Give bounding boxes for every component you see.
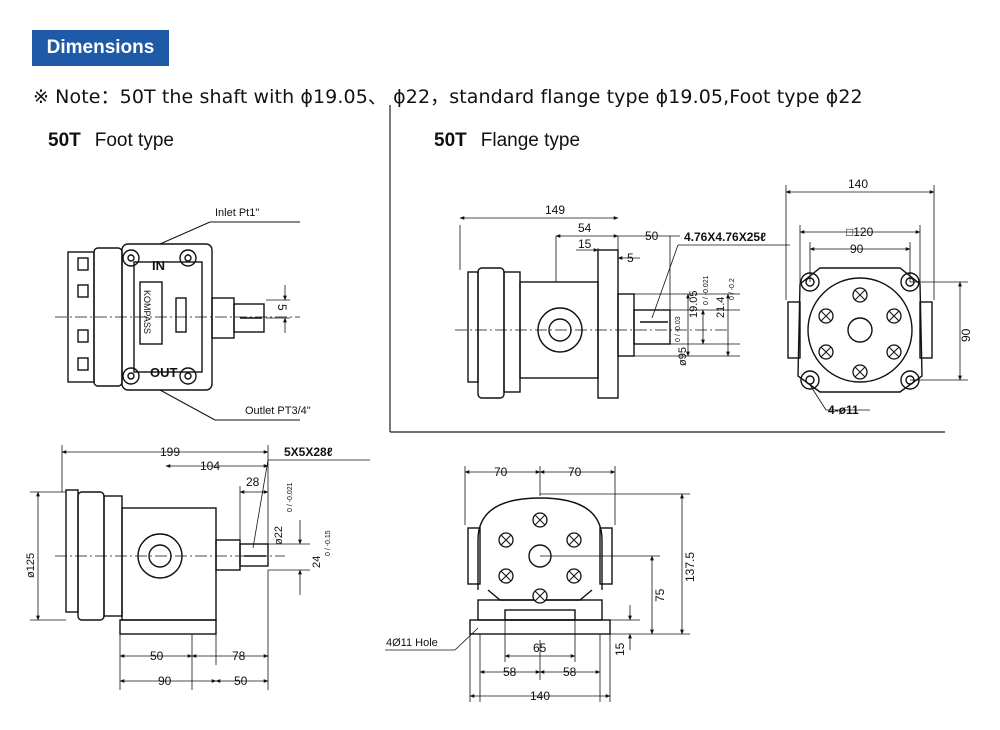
foot-front-bolt-pattern — [498, 512, 582, 604]
foot-front-dim-137: 137.5 — [683, 552, 697, 582]
foot-type-title: 50T Foot type — [48, 130, 174, 152]
flange-dim-15: 15 — [578, 237, 592, 251]
foot-front-dim-70b: 70 — [568, 465, 582, 479]
foot-dim-104: 104 — [200, 459, 220, 473]
foot-top-view — [55, 221, 300, 421]
flange-dim-54: 54 — [578, 221, 592, 235]
foot-dim-50b: 50 — [234, 674, 248, 688]
foot-body-dim: ø125 — [25, 553, 37, 578]
foot-dim-199: 199 — [160, 445, 180, 459]
inlet-label: Inlet Pt1" — [215, 207, 259, 219]
flange-dim-149: 149 — [545, 203, 565, 217]
out-port-label: OUT — [150, 365, 178, 380]
flange-front-dim-90: 90 — [850, 242, 864, 256]
flange-shaft-dim: 19.05 — [688, 290, 700, 318]
foot-shaft-dim: ø22 — [273, 526, 285, 545]
foot-dim-24: 24 — [311, 556, 323, 568]
flange-dim-21-tol: 0 / -0.2 — [729, 278, 736, 300]
flange-shaft-tol: 0 / -0.021 — [703, 275, 710, 305]
flange-front-dim-120: □120 — [846, 225, 874, 239]
foot-front-view — [385, 466, 690, 702]
foot-side-view — [30, 445, 370, 690]
flange-side-view — [455, 216, 790, 399]
flange-bolt-pattern — [818, 287, 902, 380]
flange-key-dim: 4.76X4.76X25ℓ — [684, 230, 766, 244]
flange-dim-5: 5 — [627, 251, 634, 265]
foot-shaft-tol: 0 / -0.021 — [287, 482, 294, 512]
foot-dim-90: 90 — [158, 674, 172, 688]
foot-dim-24-tol: 0 / -0.15 — [325, 530, 332, 556]
foot-dim-28: 28 — [246, 475, 260, 489]
kompass-brand: KOMPASS — [142, 290, 152, 334]
foot-front-hole-label: 4Ø11 Hole — [386, 637, 438, 649]
flange-pilot-dim: ø95 — [677, 347, 689, 366]
outlet-label: Outlet PT3/4" — [245, 405, 311, 417]
flange-front-view — [785, 185, 968, 411]
foot-label: Foot type — [94, 130, 174, 151]
flange-dim-21: 21.4 — [715, 297, 727, 318]
flange-model: 50T — [434, 130, 467, 151]
in-port-label: IN — [152, 258, 165, 273]
foot-dim-78: 78 — [232, 649, 246, 663]
flange-dim-50: 50 — [645, 229, 659, 243]
foot-front-dim-58b: 58 — [563, 665, 577, 679]
foot-front-dim-58a: 58 — [503, 665, 517, 679]
flange-pilot-tol: 0 / -0.03 — [675, 316, 682, 342]
dimensions-badge: Dimensions — [32, 30, 169, 66]
foot-front-dim-75: 75 — [653, 588, 667, 602]
foot-front-dim-65: 65 — [533, 641, 547, 655]
flange-front-dim-140: 140 — [848, 177, 868, 191]
foot-key-dim: 5X5X28ℓ — [284, 445, 333, 459]
foot-front-dim-70a: 70 — [494, 465, 508, 479]
shaft-note: ※ Note：50T the shaft with ϕ19.05、 ϕ22，st… — [33, 86, 863, 108]
flange-front-holes: 4-ø11 — [828, 403, 859, 417]
foot-front-dim-15: 15 — [613, 642, 627, 656]
foot-front-dim-140: 140 — [530, 689, 550, 703]
flange-front-dim-90-vertical: 90 — [959, 328, 973, 342]
flange-type-title: 50T Flange type — [434, 130, 580, 152]
foot-model: 50T — [48, 130, 81, 151]
foot-dim-50a: 50 — [150, 649, 164, 663]
foot-top-key-dim: 5 — [275, 304, 289, 311]
flange-label: Flange type — [480, 130, 581, 151]
